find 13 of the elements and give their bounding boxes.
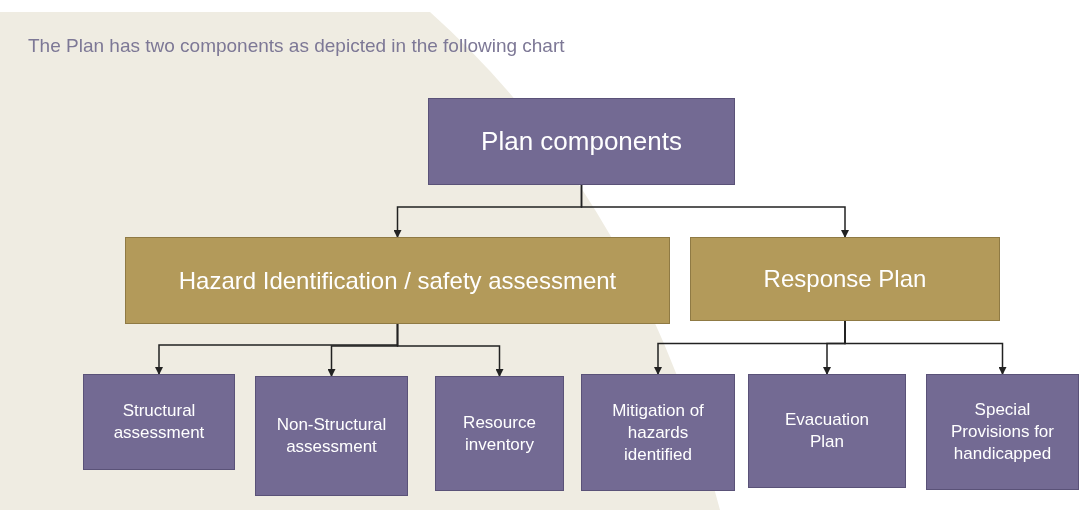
category-box: Response Plan — [690, 237, 1000, 321]
process-box: Evacuation Plan — [748, 374, 906, 488]
category-box: Hazard Identification / safety assessment — [125, 237, 670, 324]
arrow — [580, 184, 849, 238]
process-box: Non-Structural assessment — [255, 376, 408, 496]
arrow — [844, 320, 1007, 375]
process-box: Mitigation of hazards identified — [581, 374, 735, 491]
arrow — [396, 323, 504, 377]
process-box: Structural assessment — [83, 374, 235, 470]
title: The Plan has two components as depicted in the following chart — [28, 34, 565, 58]
process-box: Special Provisions for handicapped — [926, 374, 1079, 490]
root-box: Plan components — [428, 98, 735, 185]
process-box: Resource inventory — [435, 376, 564, 491]
